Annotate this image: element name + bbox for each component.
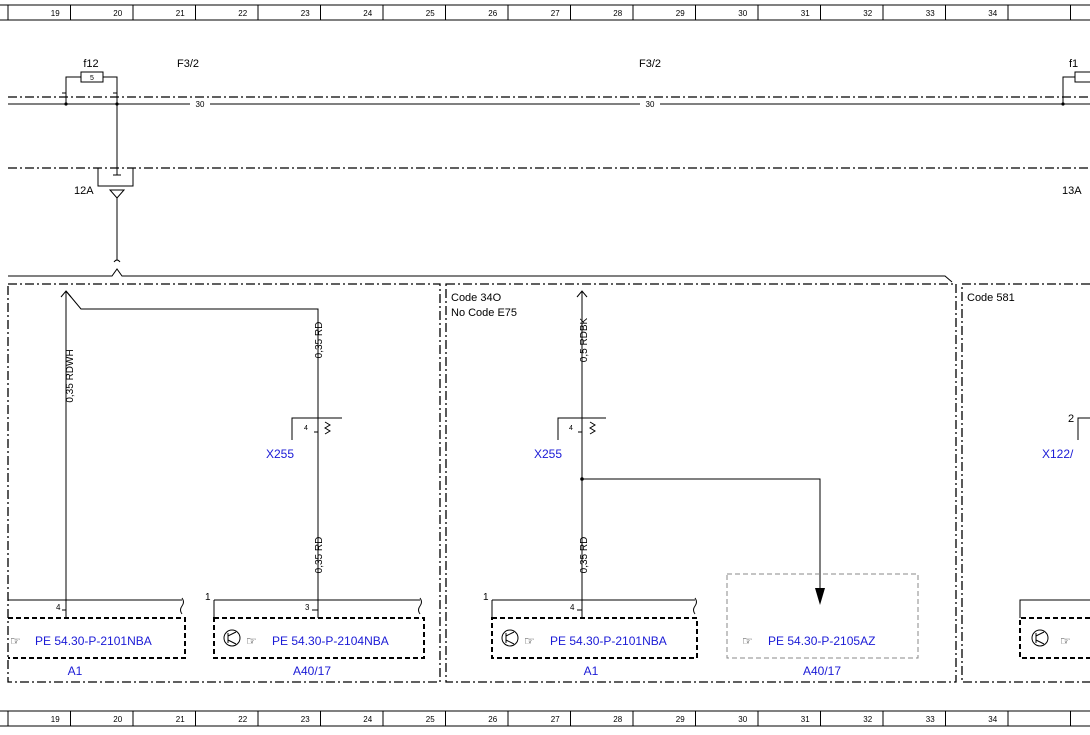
transistor-icon [501, 629, 519, 647]
wire-label-rdwh: 0,35 RDWH [65, 349, 76, 402]
connector-x255-label: X255 [534, 447, 562, 461]
pin-number: 4 [56, 603, 61, 612]
connector-x255-label: X255 [266, 447, 294, 461]
section-code-34o: Code 34O [451, 292, 502, 304]
grid-top-column-29: 29 [676, 9, 685, 18]
wire-label-rdbk: 0,5 RDBK [579, 317, 590, 362]
component-name-a1-middle: A1 [584, 664, 599, 678]
component-name-a1: A1 [68, 664, 83, 678]
connector-x255-left[interactable]: 4 X255 [266, 417, 342, 461]
grid-bottom-column-22: 22 [238, 715, 247, 724]
fuse-right-label: f1 [1069, 58, 1078, 70]
connector-x122-label: X122/ [1042, 447, 1074, 461]
pin-number: 4 [569, 425, 573, 432]
grid-bottom-column-21: 21 [176, 715, 185, 724]
grid-top-column-21: 21 [176, 9, 185, 18]
wire-label-rd-middle: 0,35 RD [579, 537, 590, 574]
component-a1-middle[interactable]: 1 4 ☞ PE 54.30-P-2101NBA A1 [483, 592, 698, 678]
bus-label-right: 30 [646, 100, 655, 109]
corner-number: 1 [205, 592, 211, 603]
component-ref-link[interactable]: PE 54.30-P-2101NBA [35, 634, 152, 648]
grid-top-column-23: 23 [301, 9, 310, 18]
hand-icon: ☞ [524, 634, 535, 648]
connector-x122-partial[interactable]: 2 X122/ [1042, 413, 1090, 461]
connector-x255-middle[interactable]: 4 X255 [534, 417, 606, 461]
grid-top-column-19: 19 [51, 9, 60, 18]
grid-bottom-column-19: 19 [51, 715, 60, 724]
grid-bottom-column-24: 24 [363, 715, 372, 724]
hand-icon: ☞ [1060, 634, 1071, 648]
component-name-a40-17: A40/17 [293, 664, 331, 678]
section-box-left [7, 283, 441, 683]
grid-bottom-column-25: 25 [426, 715, 435, 724]
grid-bottom-column-27: 27 [551, 715, 560, 724]
component-ref-link[interactable]: PE 54.30-P-2105AZ [768, 634, 875, 648]
grid-top-column-20: 20 [113, 9, 122, 18]
grid-bottom-column-26: 26 [488, 715, 497, 724]
grid-bottom-column-31: 31 [801, 715, 810, 724]
section-no-code-e75: No Code E75 [451, 307, 517, 319]
ground-label-12a: 12A [74, 185, 94, 197]
pin-number: 4 [570, 603, 575, 612]
distribution-line [8, 268, 953, 283]
line-label-f32-left: F3/2 [177, 58, 199, 70]
grid-top-column-25: 25 [426, 9, 435, 18]
section-box-right [961, 283, 1090, 683]
grid-ruler-top: 1819202122232425262728293031323334 [0, 4, 1090, 21]
connector-12a[interactable]: 12A [74, 168, 134, 199]
fuse-rating: 5 [90, 75, 94, 82]
grid-bottom-column-32: 32 [863, 715, 872, 724]
section-box-middle [445, 283, 957, 683]
component-name-a40-17-right: A40/17 [803, 664, 841, 678]
line-label-f32-right: F3/2 [639, 58, 661, 70]
component-a40-17[interactable]: 1 3 ☞ PE 54.30-P-2104NBA A40/17 [205, 592, 425, 678]
grid-top-column-31: 31 [801, 9, 810, 18]
grid-top-column-28: 28 [613, 9, 622, 18]
grid-bottom-column-29: 29 [676, 715, 685, 724]
hand-icon: ☞ [742, 634, 753, 648]
grid-top-column-34: 34 [988, 9, 997, 18]
hand-icon: ☞ [10, 634, 21, 648]
section-code-581: Code 581 [967, 292, 1015, 304]
fuse-right-partial[interactable]: f1 [1061, 58, 1090, 106]
corner-number: 1 [483, 592, 489, 603]
grid-bottom-column-30: 30 [738, 715, 747, 724]
transistor-icon [1031, 629, 1049, 647]
grid-top-column-32: 32 [863, 9, 872, 18]
grid-top-column-22: 22 [238, 9, 247, 18]
pin-number: 3 [305, 603, 310, 612]
hand-icon: ☞ [246, 634, 257, 648]
pin-number: 4 [304, 425, 308, 432]
component-a40-17-right[interactable]: ☞ PE 54.30-P-2105AZ A40/17 [726, 573, 919, 678]
grid-bottom-column-33: 33 [926, 715, 935, 724]
grid-bottom-column-23: 23 [301, 715, 310, 724]
grid-bottom-column-34: 34 [988, 715, 997, 724]
pin-number: 2 [1068, 413, 1074, 425]
component-right-partial[interactable]: ☞ [1019, 599, 1090, 659]
fuse-label: f12 [83, 58, 98, 70]
component-ref-link[interactable]: PE 54.30-P-2101NBA [550, 634, 667, 648]
grid-top-column-27: 27 [551, 9, 560, 18]
grid-top-column-33: 33 [926, 9, 935, 18]
grid-bottom-column-20: 20 [113, 715, 122, 724]
bus-label-left: 30 [196, 100, 205, 109]
fuse-f12[interactable]: f12 5 [62, 58, 119, 106]
grid-top-column-24: 24 [363, 9, 372, 18]
grid-top-column-26: 26 [488, 9, 497, 18]
grid-top-column-30: 30 [738, 9, 747, 18]
ground-label-13a: 13A [1062, 185, 1082, 197]
transistor-icon [223, 629, 241, 647]
wire-label-rd-top: 0,35 RD [314, 322, 325, 359]
component-ref-link[interactable]: PE 54.30-P-2104NBA [272, 634, 389, 648]
wire-label-rd-bottom: 0,35 RD [314, 537, 325, 574]
grid-ruler-bottom: 1819202122232425262728293031323334 [0, 710, 1090, 727]
grid-bottom-column-28: 28 [613, 715, 622, 724]
component-a1-left[interactable]: 4 ☞ PE 54.30-P-2101NBA A1 [8, 597, 186, 678]
